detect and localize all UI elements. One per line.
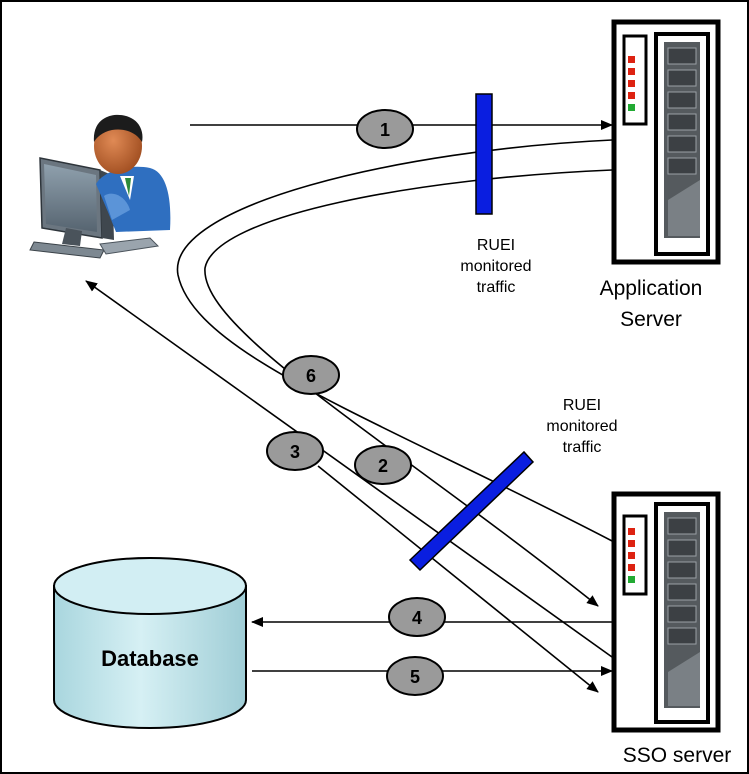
application-server-icon xyxy=(611,19,721,265)
ruei-label-top: RUEI monitored traffic xyxy=(460,237,531,296)
svg-text:4: 4 xyxy=(412,608,422,628)
svg-text:RUEI: RUEI xyxy=(563,397,601,414)
step-5: 5 xyxy=(386,656,444,696)
svg-text:2: 2 xyxy=(378,456,388,476)
svg-text:monitored: monitored xyxy=(546,418,617,435)
step-4: 4 xyxy=(388,597,446,637)
svg-text:monitored: monitored xyxy=(460,258,531,275)
step-6: 6 xyxy=(282,355,340,395)
svg-text:1: 1 xyxy=(380,120,390,140)
svg-text:traffic: traffic xyxy=(563,439,602,456)
svg-text:5: 5 xyxy=(410,667,420,687)
step-3: 3 xyxy=(266,431,324,471)
step-2: 2 xyxy=(354,445,412,485)
user-at-computer-icon xyxy=(29,114,171,259)
ruei-monitor-bar-bottom xyxy=(408,450,535,572)
flow-6-line xyxy=(176,139,615,543)
svg-text:3: 3 xyxy=(290,442,300,462)
database-label: Database xyxy=(101,646,199,671)
ruei-label-bottom: RUEI monitored traffic xyxy=(546,397,617,456)
step-1: 1 xyxy=(356,109,414,149)
database-cylinder-icon xyxy=(53,557,247,729)
flow-2-line xyxy=(204,169,613,607)
flow-3-line xyxy=(317,465,599,693)
svg-text:traffic: traffic xyxy=(477,279,516,296)
sso-server-label: SSO server xyxy=(623,744,732,767)
svg-text:RUEI: RUEI xyxy=(477,237,515,254)
flow-3-return-line xyxy=(85,280,613,658)
svg-text:Server: Server xyxy=(620,308,682,331)
application-server-label: Application Server xyxy=(600,277,703,331)
sso-server-icon xyxy=(611,491,721,733)
svg-text:Application: Application xyxy=(600,277,703,300)
svg-text:6: 6 xyxy=(306,366,316,386)
ruei-monitor-bar-top xyxy=(475,93,493,215)
